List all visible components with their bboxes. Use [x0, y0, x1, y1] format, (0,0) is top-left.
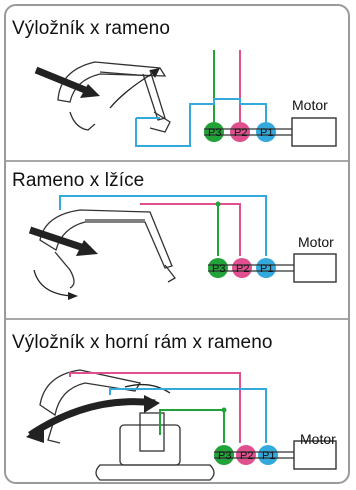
pump-p2-label-3: P2 [240, 450, 253, 462]
line-p1-blue-2 [59, 195, 267, 256]
boom-motion-arrow-3 [28, 398, 156, 438]
arm-bucket-illustration [39, 209, 176, 289]
bucket-motion-arrow [33, 269, 73, 297]
pump-p3-label-3: P3 [218, 450, 231, 462]
panel-2-title: Rameno x lžíce [12, 170, 145, 191]
swing-arrow [124, 383, 171, 394]
pump-p1-label-3: P1 [262, 450, 275, 462]
line-p1-blue [135, 98, 267, 147]
pump-p1-label-2: P1 [260, 263, 273, 275]
pump-p2-label: P2 [234, 127, 247, 139]
panel-1-diagram: P3 P2 P1 [34, 50, 337, 147]
panel-2-diagram: P3 P2 P1 [28, 195, 337, 300]
pump-p1 [256, 122, 276, 142]
pump-p1-2 [256, 258, 276, 278]
pump-p1-3 [258, 445, 278, 465]
pump-p1-label: P1 [260, 127, 273, 139]
pump-p2-2 [232, 258, 252, 278]
panel-3-motor-label: Motor [300, 431, 336, 447]
panel-divider-2 [6, 318, 348, 320]
pump-p3 [204, 122, 224, 142]
pump-p3-3 [214, 445, 234, 465]
arm-motion-arrow-2 [28, 226, 92, 254]
pump-p3-label-2: P3 [212, 263, 225, 275]
motor-box [291, 117, 337, 147]
panel-divider-1 [6, 160, 348, 162]
pump-p3-label: P3 [208, 127, 221, 139]
pump-p2-3 [236, 445, 256, 465]
motor-box-2 [293, 253, 337, 283]
panel-2-motor-label: Motor [298, 234, 334, 250]
panel-1-title: Výložník x rameno [12, 18, 170, 39]
motor-box-3 [293, 440, 337, 470]
panel-1-motor-label: Motor [292, 97, 328, 113]
line-p3-green-3 [159, 409, 225, 443]
panel-3-title: Výložník x horní rám x rameno [12, 332, 273, 353]
line-p1-blue-3 [109, 388, 267, 443]
line-p2-pink-3 [69, 372, 241, 443]
arm-motion-arrow [109, 71, 156, 109]
pump-p2-label-2: P2 [236, 263, 249, 275]
pump-p2 [230, 122, 250, 142]
excavator-illustration [39, 369, 215, 481]
panel-3-diagram: P3 P2 P1 [26, 369, 337, 481]
pump-p3-2 [208, 258, 228, 278]
line-p2-pink-2 [140, 203, 241, 256]
boom-motion-arrow [34, 66, 92, 96]
